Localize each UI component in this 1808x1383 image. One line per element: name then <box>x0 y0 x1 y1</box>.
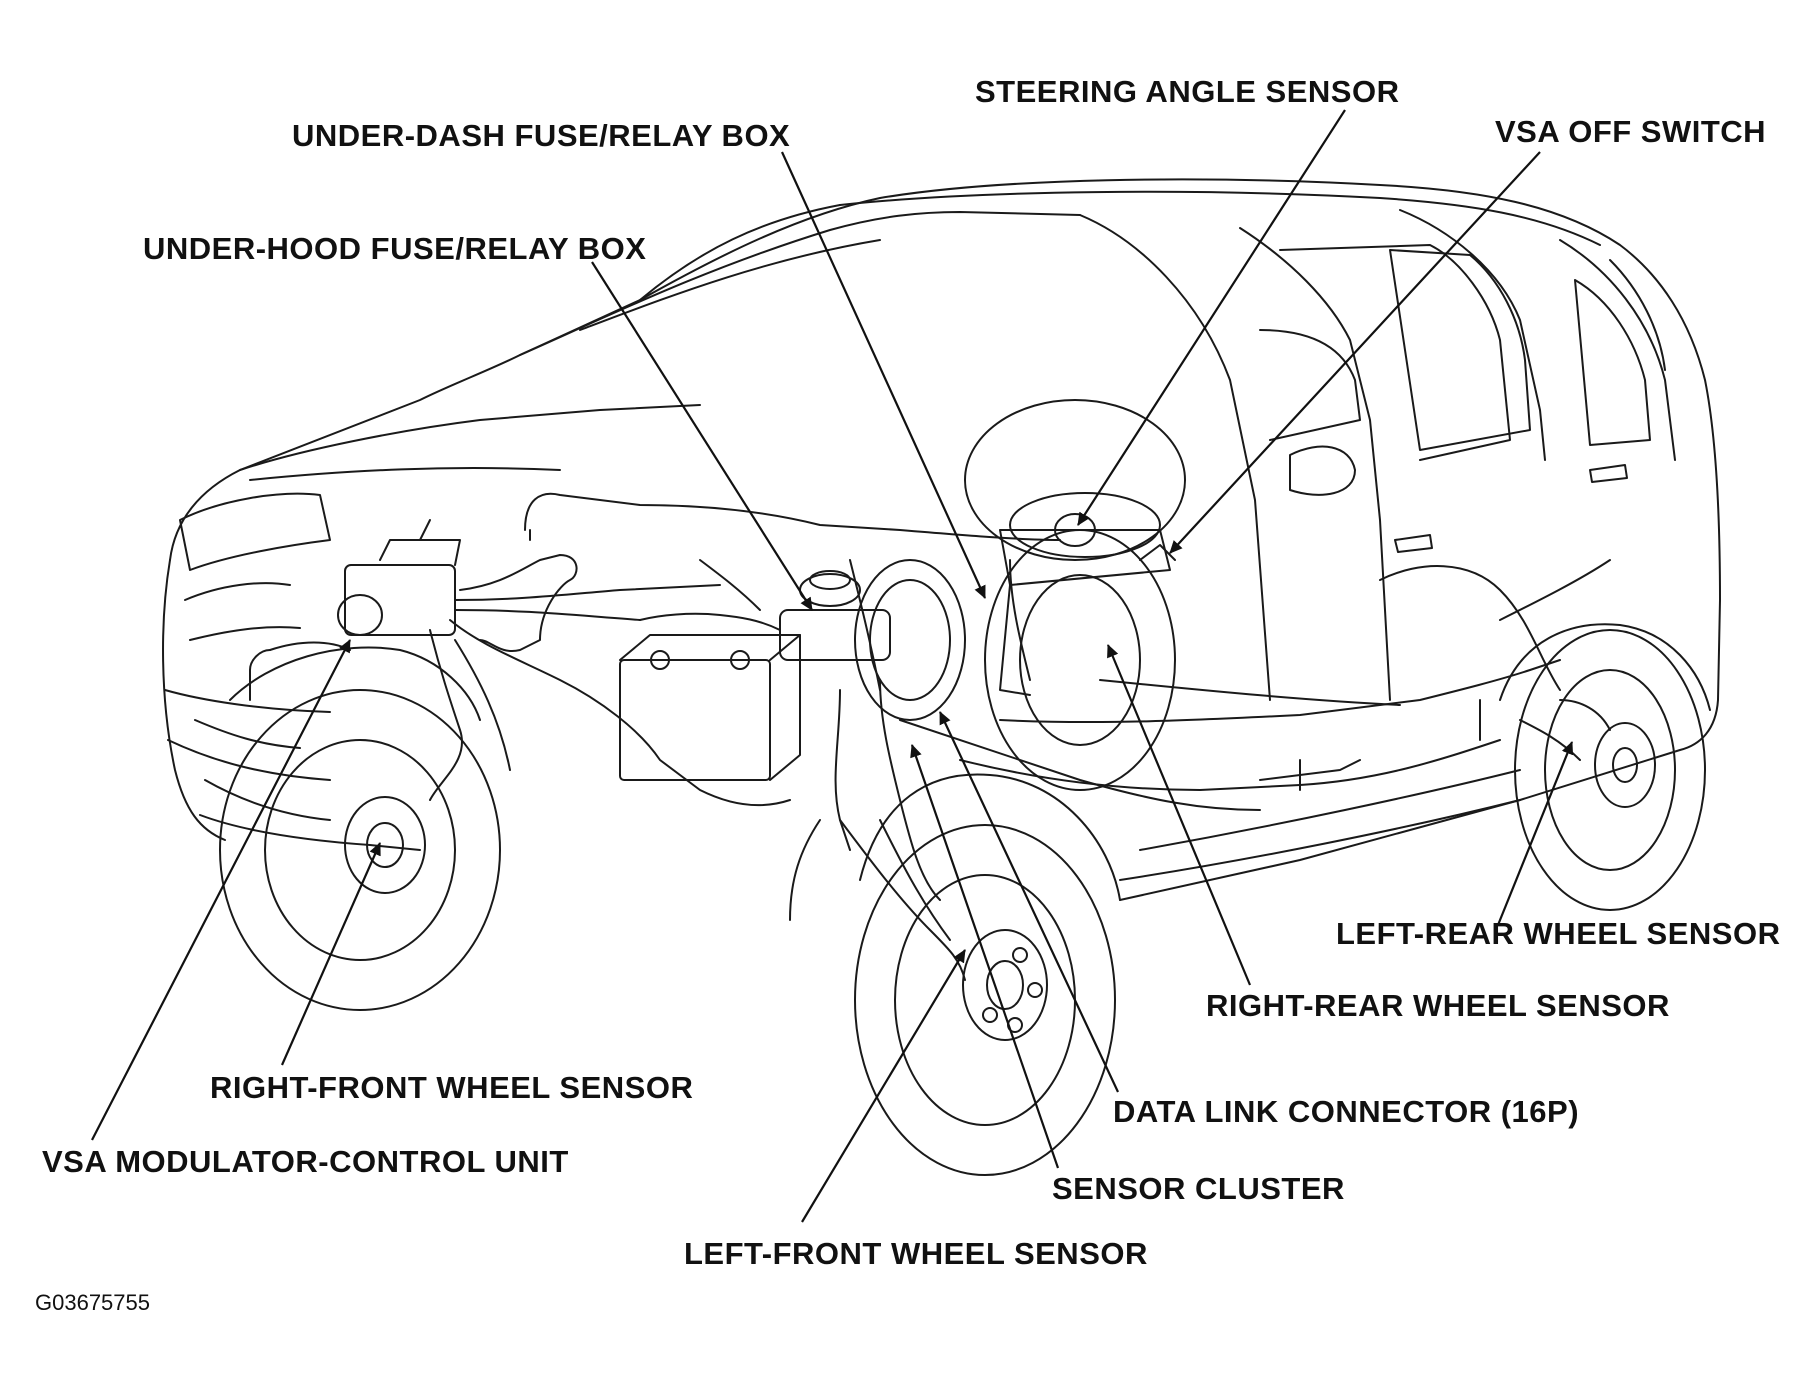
right-front-wheel <box>219 689 501 1011</box>
vsa-modulator <box>344 564 456 636</box>
label-sensor-cluster: SENSOR CLUSTER <box>1052 1171 1345 1206</box>
hood <box>239 404 701 471</box>
leader-sensor-cluster <box>910 744 1060 1169</box>
right-rear-wheel <box>984 529 1176 791</box>
label-under-dash-fuse-relay-box: UNDER-DASH FUSE/RELAY BOX <box>292 118 791 153</box>
master-cylinder <box>779 609 891 661</box>
left-front-wheel <box>854 824 1116 1176</box>
label-left-rear-wheel-sensor: LEFT-REAR WHEEL SENSOR <box>1336 916 1781 951</box>
label-vsa-modulator-control-unit: VSA MODULATOR-CONTROL UNIT <box>42 1144 569 1179</box>
leader-data-link-connector <box>939 711 1119 1093</box>
leader-vsa-modulator-control-unit <box>91 639 351 1141</box>
label-right-rear-wheel-sensor: RIGHT-REAR WHEEL SENSOR <box>1206 988 1670 1023</box>
leader-left-rear-wheel-sensor <box>1496 741 1574 926</box>
leader-steering-angle-sensor <box>1077 109 1346 526</box>
left-rear-wheel <box>1514 629 1706 911</box>
label-left-front-wheel-sensor: LEFT-FRONT WHEEL SENSOR <box>684 1236 1148 1271</box>
label-vsa-off-switch: VSA OFF SWITCH <box>1495 114 1767 149</box>
windshield <box>519 211 1081 356</box>
leader-left-front-wheel-sensor <box>801 949 966 1223</box>
leader-under-dash-fuse-relay-box <box>780 151 987 599</box>
label-under-hood-fuse-relay-box: UNDER-HOOD FUSE/RELAY BOX <box>143 231 647 266</box>
brake-harness <box>524 492 1061 541</box>
body-outline <box>169 178 1721 801</box>
label-data-link-connector: DATA LINK CONNECTOR (16P) <box>1113 1094 1580 1129</box>
figure-id: G03675755 <box>35 1290 150 1315</box>
steering-wheel <box>964 399 1186 561</box>
leader-right-rear-wheel-sensor <box>1106 644 1252 986</box>
brake-booster <box>854 559 966 721</box>
battery <box>619 659 771 781</box>
leader-under-hood-fuse-relay-box <box>591 261 813 611</box>
leader-vsa-off-switch <box>1169 151 1541 554</box>
label-right-front-wheel-sensor: RIGHT-FRONT WHEEL SENSOR <box>210 1070 694 1105</box>
leader-right-front-wheel-sensor <box>280 842 382 1066</box>
label-steering-angle-sensor: STEERING ANGLE SENSOR <box>975 74 1400 109</box>
